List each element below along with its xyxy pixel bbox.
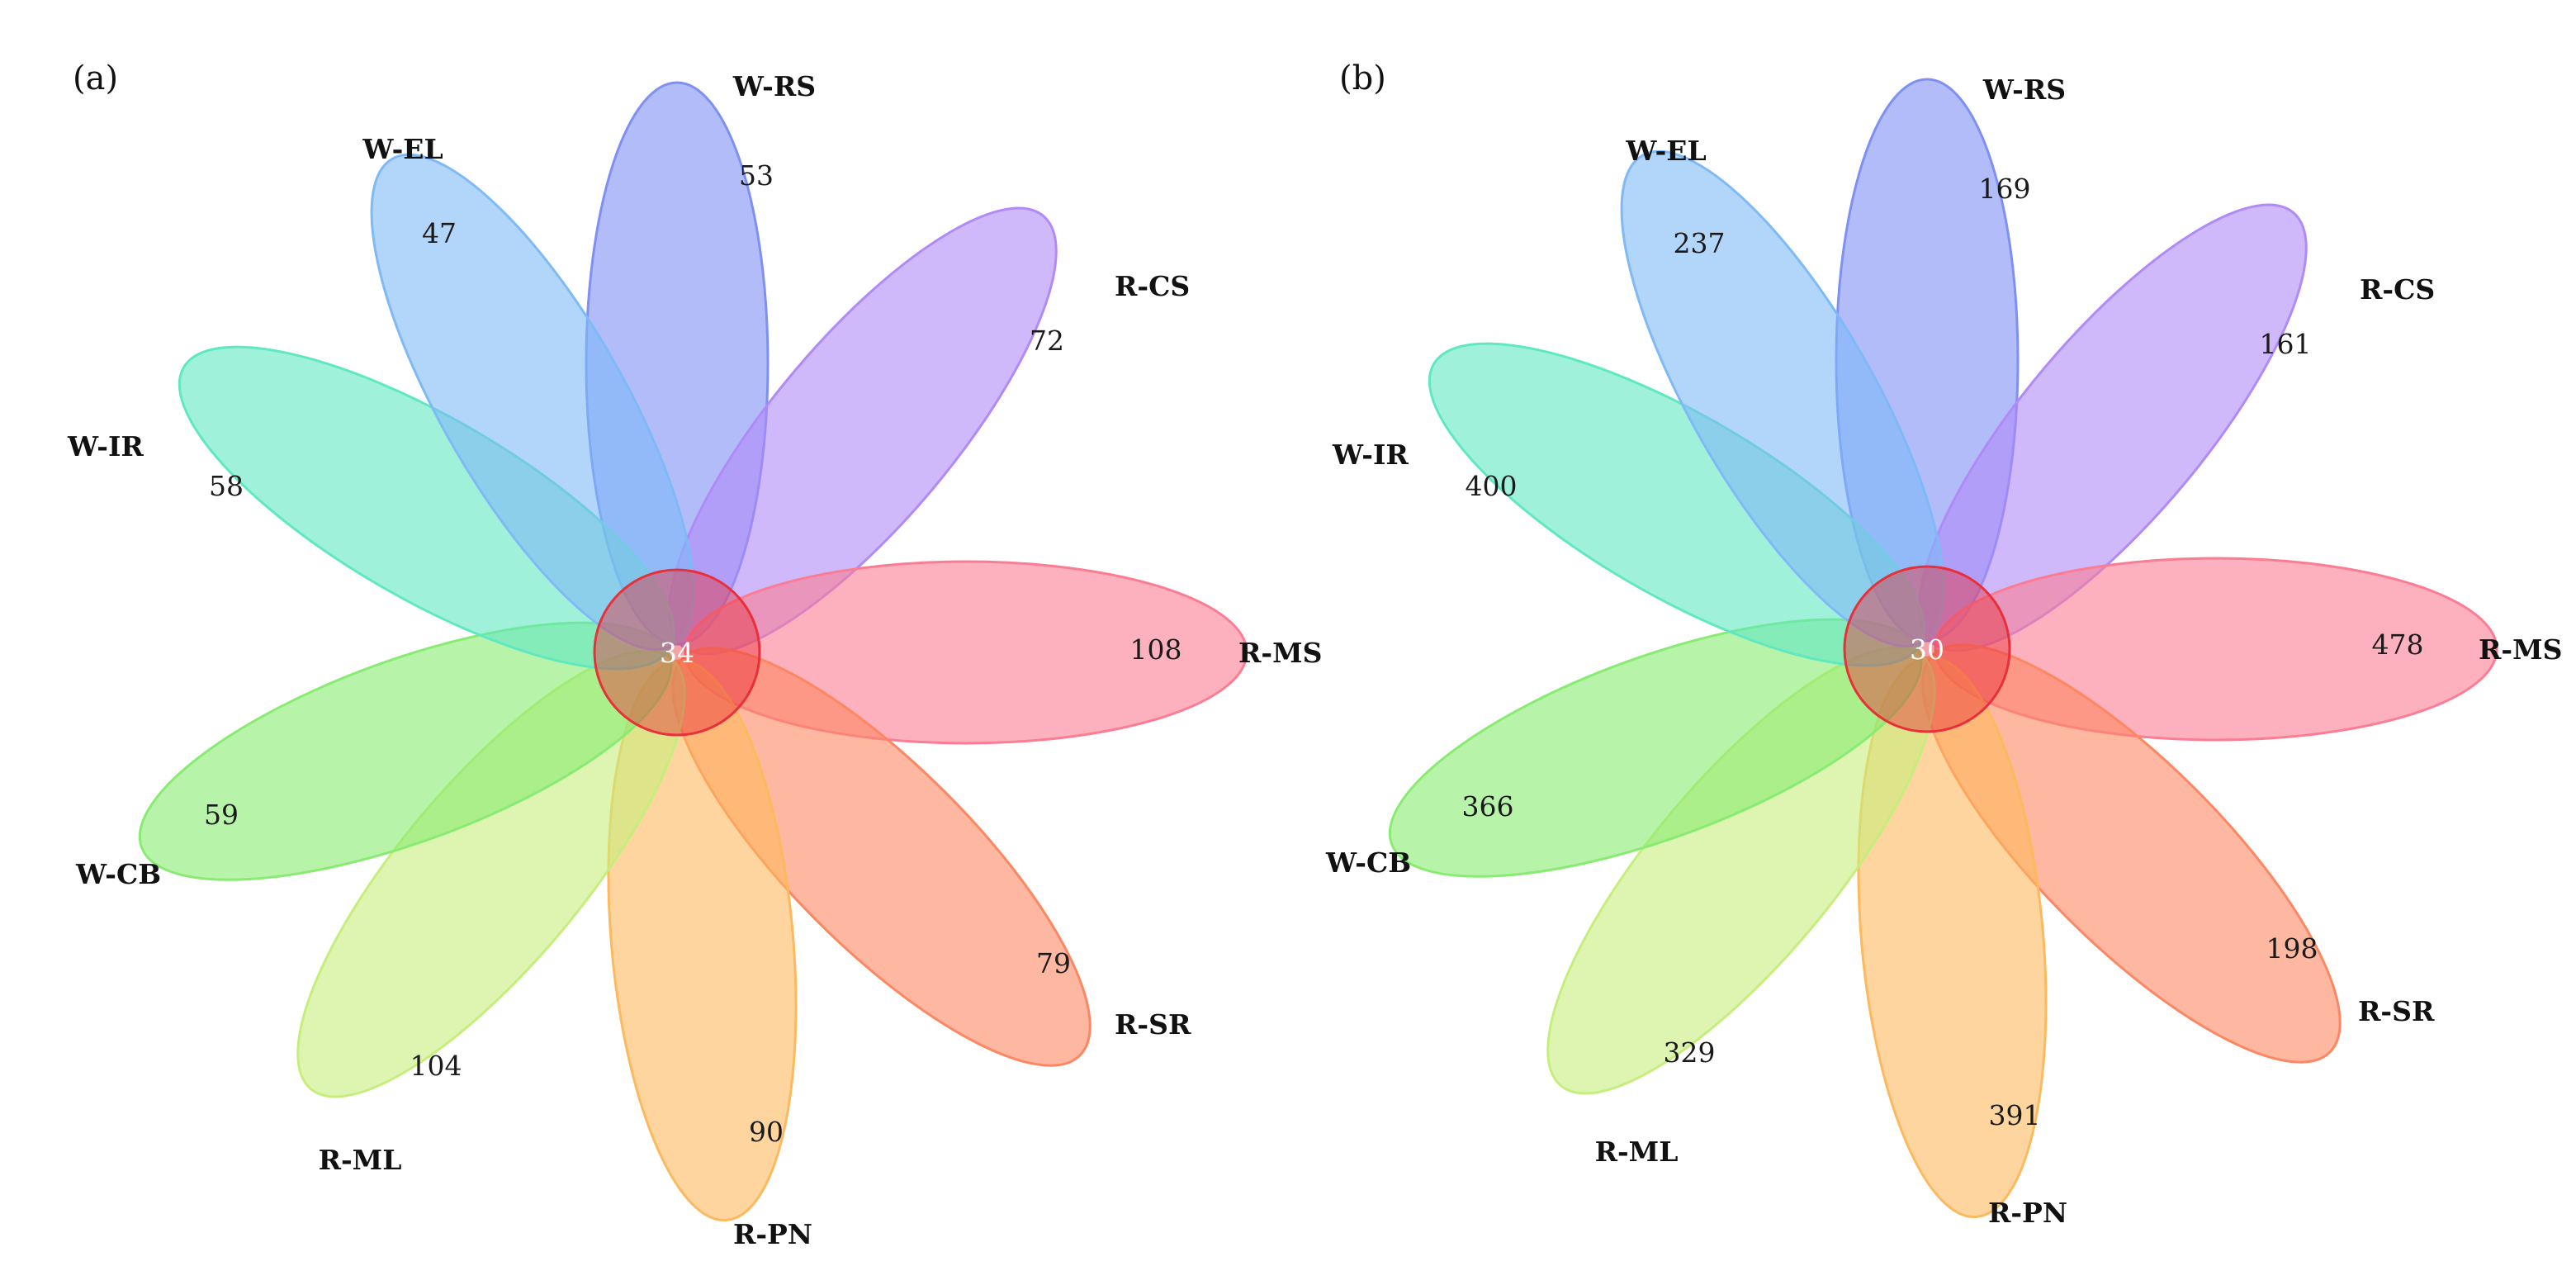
- petal-label-r-pn: R-PN: [1988, 1197, 2067, 1229]
- petal-count-w-cb: 366: [1462, 790, 1514, 823]
- petal-count-w-el: 47: [422, 217, 457, 249]
- petal-label-r-sr: R-SR: [2358, 995, 2435, 1027]
- petal-label-w-el: W-EL: [1625, 135, 1706, 167]
- petal-label-r-ml: R-ML: [319, 1144, 402, 1176]
- petal-count-w-el: 237: [1674, 227, 1726, 259]
- core-count: 34: [660, 637, 694, 669]
- petal-label-w-rs: W-RS: [1982, 73, 2066, 106]
- petal-r-cs: [668, 206, 1058, 656]
- petal-count-r-pn: 391: [1989, 1099, 2041, 1131]
- petal-label-w-el: W-EL: [362, 133, 443, 165]
- petal-count-w-ir: 58: [209, 470, 244, 502]
- petal-r-cs: [1918, 203, 2308, 652]
- petal-w-el: [370, 153, 695, 651]
- core-count: 30: [1910, 633, 1944, 666]
- petal-r-pn: [1857, 656, 2048, 1219]
- petal-count-w-cb: 59: [204, 799, 239, 831]
- core-circle: [593, 568, 761, 737]
- petal-label-r-ms: R-MS: [1238, 637, 1322, 669]
- panel-a: (a) 34 53 W-RS 72 R-CS 108 R-MS 79R-SR 90R-PN 104R…: [67, 59, 1322, 1250]
- petal-label-w-ir: W-IR: [1332, 439, 1409, 471]
- petal-count-r-ml: 329: [1664, 1036, 1716, 1069]
- petal-w-cb: [138, 621, 673, 881]
- petal-label-r-ml: R-ML: [1595, 1136, 1679, 1168]
- petal-count-r-ml: 104: [410, 1050, 462, 1082]
- petal-w-el: [1620, 149, 1945, 647]
- core-circle: [1843, 565, 2011, 733]
- petal-count-r-pn: 90: [749, 1116, 784, 1148]
- petal-count-r-cs: 161: [2260, 328, 2312, 360]
- petal-label-r-pn: R-PN: [733, 1218, 812, 1250]
- petal-count-r-ms: 108: [1130, 633, 1182, 666]
- petal-label-w-rs: W-RS: [732, 70, 816, 102]
- petal-count-r-cs: 72: [1030, 325, 1064, 357]
- petal-count-r-ms: 478: [2372, 628, 2424, 661]
- panel-label: (b): [1339, 59, 1386, 97]
- petal-label-w-cb: W-CB: [75, 858, 161, 890]
- petal-count-r-sr: 79: [1036, 947, 1071, 979]
- petal-count-w-rs: 169: [1979, 173, 2031, 205]
- petal-r-sr: [1921, 643, 2342, 1064]
- petal-label-r-ms: R-MS: [2479, 633, 2562, 666]
- petal-count-w-rs: 53: [739, 159, 774, 192]
- petal-label-r-cs: R-CS: [2360, 273, 2435, 306]
- petal-r-sr: [671, 647, 1091, 1067]
- petal-count-w-ir: 400: [1466, 470, 1518, 502]
- petal-count-r-sr: 198: [2266, 932, 2318, 965]
- petal-r-pn: [607, 659, 798, 1222]
- petal-w-cb: [1388, 618, 1923, 878]
- petal-label-r-cs: R-CS: [1115, 270, 1190, 302]
- panel-label: (a): [73, 59, 118, 97]
- petal-label-w-ir: W-IR: [67, 430, 144, 462]
- petal-label-w-cb: W-CB: [1325, 846, 1411, 879]
- petal-label-r-sr: R-SR: [1115, 1008, 1191, 1041]
